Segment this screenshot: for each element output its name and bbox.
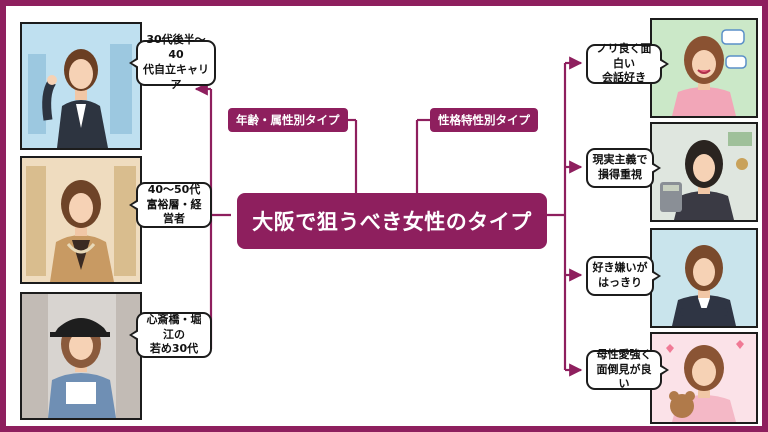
type-label-career: 30代後半〜40 代自立キャリア — [129, 33, 216, 91]
type-label-wealthy: 40〜50代 富裕層・経営者 — [129, 182, 212, 228]
career-woman-portrait — [20, 22, 142, 150]
motherly-woman-portrait — [650, 332, 758, 424]
diagram-title: 大阪で狙うべき女性のタイプ — [237, 193, 547, 249]
calculating-woman-portrait — [650, 122, 758, 222]
diagram-canvas: 大阪で狙うべき女性のタイプ 年齢・属性別タイプ 性格特性別タイプ — [6, 6, 762, 426]
type-label-shinsaibashi: 心斎橋・堀江の 若め30代 — [129, 312, 212, 358]
type-label-realist: 現実主義で 損得重視 — [586, 148, 661, 188]
decisive-woman-portrait — [650, 228, 758, 328]
wealthy-woman-portrait — [20, 156, 142, 284]
type-label-motherly: 母性愛強く 面倒見が良い — [586, 348, 669, 390]
type-label-clear-preference: 好き嫌いが はっきり — [586, 256, 661, 296]
branch-label-age-attribute: 年齢・属性別タイプ — [228, 108, 348, 132]
type-label-funny: ノリ良く面白い 会話好き — [586, 42, 669, 84]
branch-label-personality: 性格特性別タイプ — [430, 108, 538, 132]
casual-woman-portrait — [20, 292, 142, 420]
